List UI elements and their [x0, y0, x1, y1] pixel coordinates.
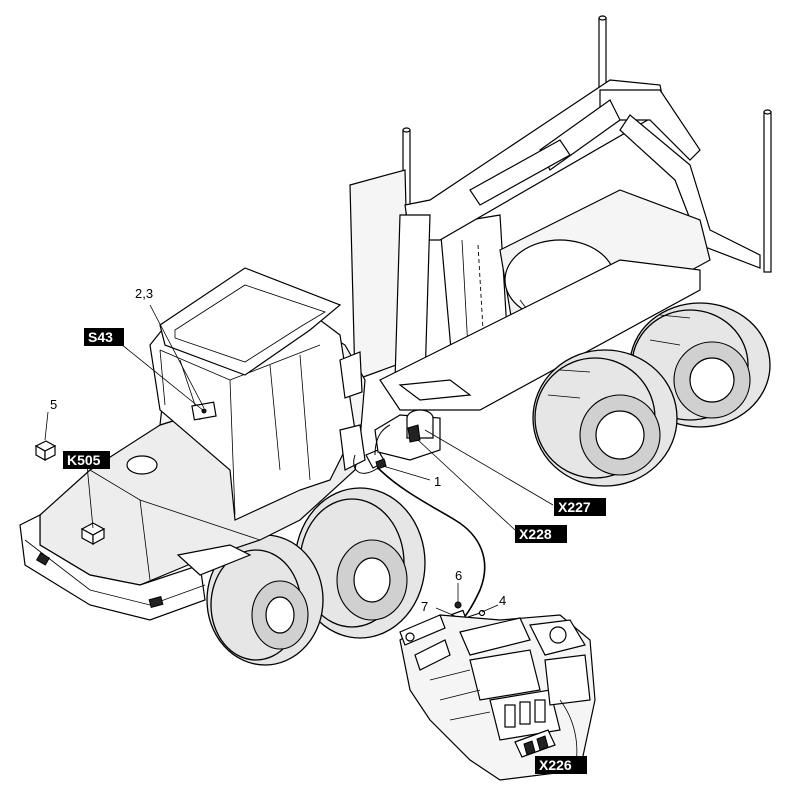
side-mirror [339, 351, 363, 399]
crane-boom [349, 15, 772, 411]
relay-k505 [80, 522, 106, 546]
tag-x226: X226 [535, 756, 587, 774]
front-bogie [206, 487, 426, 666]
tag-x227-text: X227 [558, 499, 591, 515]
tag-x228-text: X228 [519, 526, 552, 542]
item-4-screw [467, 612, 481, 618]
callout-1: 1 [434, 474, 441, 489]
callout-4: 4 [499, 593, 506, 608]
callout-7: 7 [421, 599, 428, 614]
connector-item-1 [365, 449, 387, 470]
callout-5: 5 [50, 397, 57, 412]
stanchion-rear-right [763, 111, 772, 273]
rear-frame [379, 259, 701, 411]
tag-s43: S43 [84, 328, 124, 346]
relay-item-5 [34, 440, 57, 462]
leader-lines [44, 304, 554, 617]
tag-s43-text: S43 [88, 329, 113, 345]
exhaust-cap [126, 455, 158, 475]
tag-k505-text: K505 [67, 452, 101, 468]
front-body [19, 267, 366, 621]
tag-x227: X227 [554, 498, 606, 516]
callout-6: 6 [455, 568, 462, 583]
item-6-nut [454, 601, 462, 609]
connector-x227-x228 [374, 409, 441, 461]
tag-x228: X228 [515, 525, 567, 543]
front-step [176, 544, 252, 576]
tag-k505: K505 [63, 451, 110, 469]
knuckle-arm [619, 114, 761, 269]
callout-2-3: 2,3 [135, 286, 153, 301]
valve-block-inset [399, 614, 596, 781]
harness-cable [377, 467, 486, 626]
tag-x226-text: X226 [539, 757, 572, 773]
rear-bogie [532, 302, 771, 487]
crane-column [394, 214, 431, 381]
